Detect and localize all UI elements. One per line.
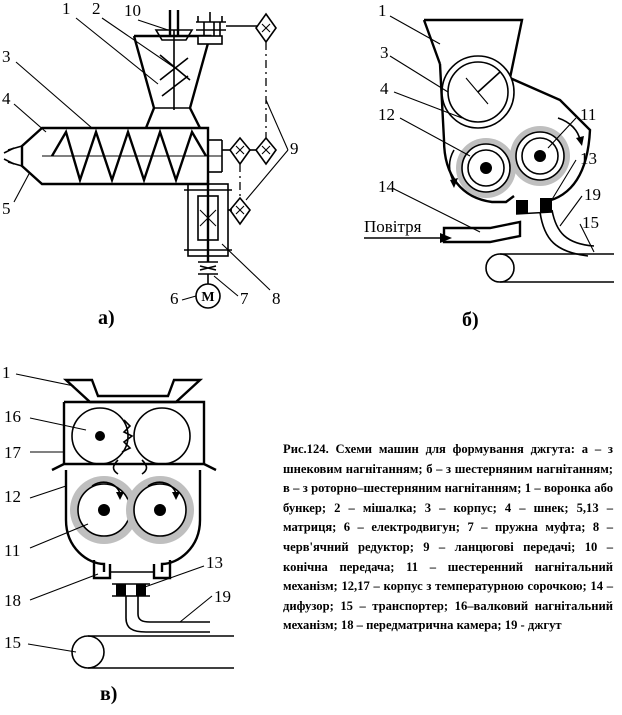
a-label-5: 5 bbox=[2, 199, 11, 218]
b-conveyor bbox=[485, 253, 614, 283]
c-die bbox=[112, 583, 150, 597]
c-label-19: 19 bbox=[214, 587, 231, 606]
a-label-3: 3 bbox=[2, 47, 11, 66]
b-casing bbox=[438, 63, 592, 204]
a-label-8: 8 bbox=[272, 289, 281, 308]
c-strand bbox=[125, 596, 210, 633]
c-label-18: 18 bbox=[4, 591, 21, 610]
b-diffuser: Повітря bbox=[364, 217, 522, 244]
figure-caption: Рис.124. Схеми машин для формування джгу… bbox=[283, 442, 613, 633]
a-mixer bbox=[159, 30, 191, 110]
c-lower-casing bbox=[64, 470, 202, 572]
b-label-14: 14 bbox=[378, 177, 396, 196]
b-label-19: 19 bbox=[584, 185, 601, 204]
diagram-c: 1 16 17 12 11 18 13 19 15 в) bbox=[2, 363, 234, 705]
a-worm-reducer bbox=[184, 180, 232, 262]
b-label-3: 3 bbox=[380, 43, 389, 62]
c-label-12: 12 bbox=[4, 487, 21, 506]
a-label-10: 10 bbox=[124, 1, 141, 20]
c-label-16: 16 bbox=[4, 407, 21, 426]
a-leaders bbox=[13, 17, 289, 301]
a-label-9: 9 bbox=[290, 139, 299, 158]
a-label-7: 7 bbox=[240, 289, 249, 308]
a-coupling bbox=[198, 261, 218, 284]
c-label-13: 13 bbox=[206, 553, 223, 572]
a-label-1: 1 bbox=[62, 0, 71, 18]
a-sprockets bbox=[222, 12, 278, 226]
b-label-13: 13 bbox=[580, 149, 597, 168]
c-conveyor bbox=[71, 635, 234, 669]
a-label-4: 4 bbox=[2, 89, 11, 108]
b-die bbox=[515, 198, 553, 215]
b-label-12: 12 bbox=[378, 105, 395, 124]
a-label-6: 6 bbox=[170, 289, 179, 308]
b-hopper bbox=[422, 18, 524, 79]
a-subfigure-label: а) bbox=[98, 307, 115, 329]
c-leaders bbox=[15, 373, 213, 653]
diagram-a: M 1 2 10 3 4 5 9 6 7 8 а) bbox=[2, 0, 299, 329]
b-gear-pair bbox=[448, 117, 584, 198]
c-hopper bbox=[62, 378, 204, 404]
b-air-label: Повітря bbox=[364, 217, 422, 236]
a-hopper bbox=[132, 34, 212, 129]
a-label-2: 2 bbox=[92, 0, 101, 18]
c-subfigure-label: в) bbox=[100, 683, 117, 705]
b-label-15: 15 bbox=[582, 213, 599, 232]
c-rollers bbox=[71, 407, 191, 475]
c-label-1: 1 bbox=[2, 363, 11, 382]
c-label-11: 11 bbox=[4, 541, 20, 560]
a-screw bbox=[50, 128, 208, 185]
b-leaders bbox=[389, 15, 595, 253]
b-label-4: 4 bbox=[380, 79, 389, 98]
c-gears bbox=[70, 476, 194, 544]
b-subfigure-label: б) bbox=[462, 309, 479, 331]
c-label-15: 15 bbox=[4, 633, 21, 652]
c-upper-casing bbox=[51, 400, 217, 472]
b-label-11: 11 bbox=[580, 105, 596, 124]
c-pre-die-chamber bbox=[92, 560, 172, 580]
b-label-1: 1 bbox=[378, 1, 387, 20]
motor-symbol: M bbox=[201, 290, 214, 305]
a-motor: M bbox=[195, 283, 221, 309]
diagram-b: Повітря 1 3 4 12 11 13 19 15 14 bbox=[364, 1, 614, 331]
a-bevel-gear bbox=[154, 10, 258, 45]
c-label-17: 17 bbox=[4, 443, 22, 462]
b-large-roller bbox=[441, 55, 515, 129]
